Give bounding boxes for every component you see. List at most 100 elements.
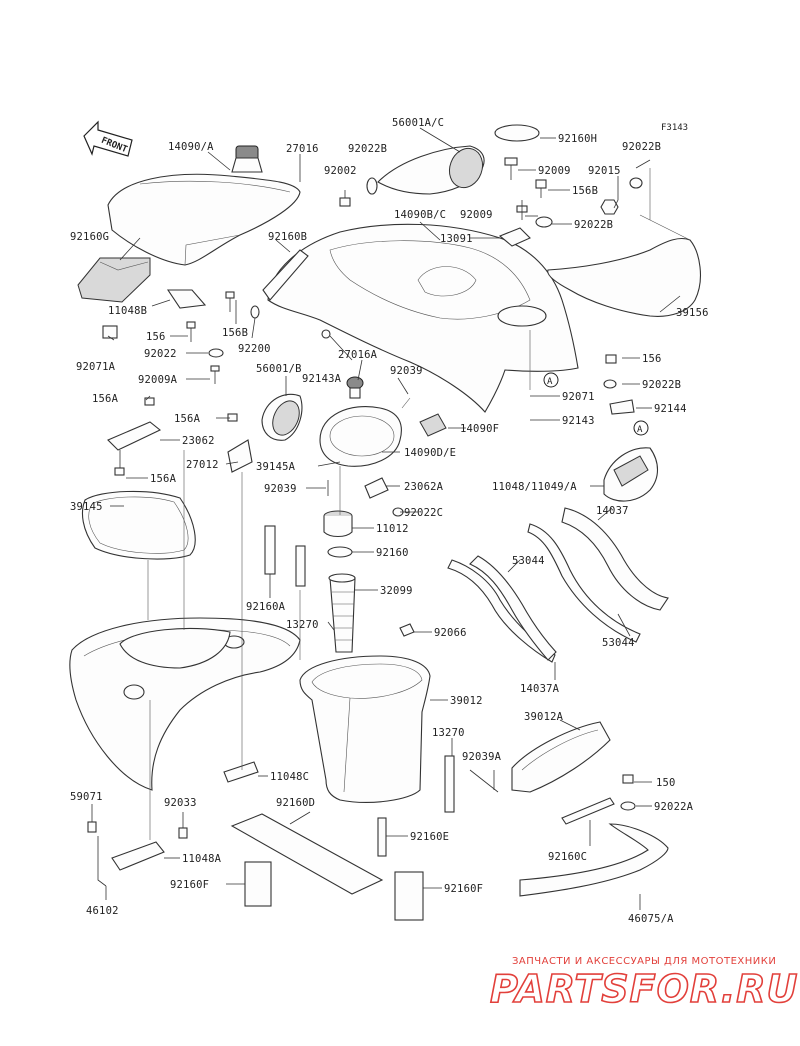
- bracket-14037a: [469, 555, 557, 661]
- part-labels: 14090/A 27016 92022B 92002 56001A/C 9216…: [70, 117, 708, 925]
- label-92160c: 92160C: [548, 851, 587, 863]
- plate-11048c: [223, 761, 259, 783]
- pad-92160a: [264, 525, 276, 575]
- storage-lid-14090de: [319, 397, 447, 467]
- label-92009a: 92009A: [138, 374, 178, 386]
- bracket-53044-right: [527, 523, 641, 643]
- svg-text:A: A: [637, 425, 643, 435]
- label-92160h: 92160H: [558, 133, 597, 145]
- label-14037a: 14037A: [520, 683, 560, 695]
- label-92160f-1: 92160F: [170, 879, 209, 891]
- label-156-1: 156: [146, 331, 166, 343]
- mirror-56001b: [261, 393, 303, 441]
- label-92039-1: 92039: [390, 365, 423, 377]
- side-cover-39156: [547, 214, 701, 317]
- label-14090a: 14090/A: [168, 141, 214, 153]
- label-59071: 59071: [70, 791, 103, 803]
- label-92022b-1: 92022B: [348, 143, 387, 155]
- clip-59071: [87, 821, 97, 833]
- label-92039-2: 92039: [264, 483, 297, 495]
- label-11048a: 11048A: [182, 853, 222, 865]
- label-156a-3: 156A: [150, 473, 177, 485]
- label-14090bc: 14090B/C: [394, 209, 446, 221]
- label-92002: 92002: [324, 165, 357, 177]
- bracket-27012: [227, 413, 253, 473]
- storage-bin-39012: [299, 655, 431, 803]
- leader-lines: [91, 127, 681, 910]
- label-92144: 92144: [654, 403, 687, 415]
- hose-32099: [328, 573, 356, 653]
- nut-92015: [600, 199, 619, 215]
- label-14090f: 14090F: [460, 423, 499, 435]
- label-92015: 92015: [588, 165, 621, 177]
- washer-92200: [250, 305, 260, 319]
- label-53044-1: 53044: [512, 555, 545, 567]
- clip-92033: [178, 827, 188, 839]
- mat-92160e: [377, 817, 387, 857]
- label-39012: 39012: [450, 695, 483, 707]
- label-39145a: 39145A: [256, 461, 296, 473]
- label-92071: 92071: [562, 391, 595, 403]
- label-32099: 32099: [380, 585, 413, 597]
- label-11048b: 11048B: [108, 305, 147, 317]
- glove-box-39012a: [511, 721, 611, 793]
- bolt-92002: [339, 190, 351, 207]
- label-92022-1: 92022: [144, 348, 177, 360]
- clip-92066: [399, 623, 415, 637]
- label-92160f-2: 92160F: [444, 883, 483, 895]
- label-11012: 11012: [376, 523, 409, 535]
- hinge-23062a: [364, 477, 389, 499]
- washer-92022a: [620, 801, 636, 811]
- marker-a-left: A: [543, 372, 559, 388]
- label-92071a: 92071A: [76, 361, 116, 373]
- mat-92160d: [230, 813, 384, 895]
- label-11048-11049a: 11048/11049/A: [492, 481, 577, 493]
- front-hood-cover: [107, 145, 301, 266]
- strip-92160c: [561, 797, 615, 825]
- label-53044-2: 53044: [602, 637, 635, 649]
- label-92160e: 92160E: [410, 831, 449, 843]
- bracket-14037: [561, 507, 669, 611]
- label-92033: 92033: [164, 797, 197, 809]
- bracket-53044-left: [447, 559, 556, 663]
- label-23062a: 23062A: [404, 481, 444, 493]
- watermark-brand: PARTSFOR.RU: [490, 967, 798, 1011]
- label-92022b-2: 92022B: [622, 141, 661, 153]
- lower-hull: [69, 617, 301, 791]
- label-92160d: 92160D: [276, 797, 315, 809]
- label-150: 150: [656, 777, 676, 789]
- gasket-92160: [327, 546, 353, 558]
- label-23062: 23062: [182, 435, 215, 447]
- label-92200: 92200: [238, 343, 271, 355]
- bracket-11048-11049a: [603, 354, 659, 502]
- label-13270-1: 13270: [286, 619, 319, 631]
- label-92160b: 92160B: [268, 231, 307, 243]
- cap-11012: [323, 510, 353, 538]
- label-156a-1: 156A: [92, 393, 119, 405]
- label-92022b-4: 92022B: [642, 379, 681, 391]
- washer-92022: [208, 348, 224, 358]
- label-92160g: 92160G: [70, 231, 109, 243]
- label-13270-2: 13270: [432, 727, 465, 739]
- bolt-92009-mid: [516, 200, 528, 220]
- label-156b-2: 156B: [222, 327, 248, 339]
- label-156a-2: 156A: [174, 413, 201, 425]
- cap-27016a: [346, 376, 364, 399]
- label-156b-1: 156B: [572, 185, 598, 197]
- pad-92160g: [77, 257, 151, 303]
- label-11048c: 11048C: [270, 771, 309, 783]
- bolt-156: [186, 321, 196, 342]
- marker-a-right: A: [633, 420, 649, 436]
- label-56001b: 56001/B: [256, 363, 302, 375]
- label-39145: 39145: [70, 501, 103, 513]
- label-27012: 27012: [186, 459, 219, 471]
- bolt-92009-top: [504, 157, 518, 180]
- label-27016a: 27016A: [338, 349, 378, 361]
- mat-92160f-left: [244, 861, 272, 907]
- watermark: ЗАПЧАСТИ И АКСЕССУАРЫ ДЛЯ МОТОТЕХНИКИ PA…: [489, 956, 798, 1012]
- label-27016: 27016: [286, 143, 319, 155]
- strip-92160b: [262, 249, 309, 301]
- label-92160a: 92160A: [246, 601, 286, 613]
